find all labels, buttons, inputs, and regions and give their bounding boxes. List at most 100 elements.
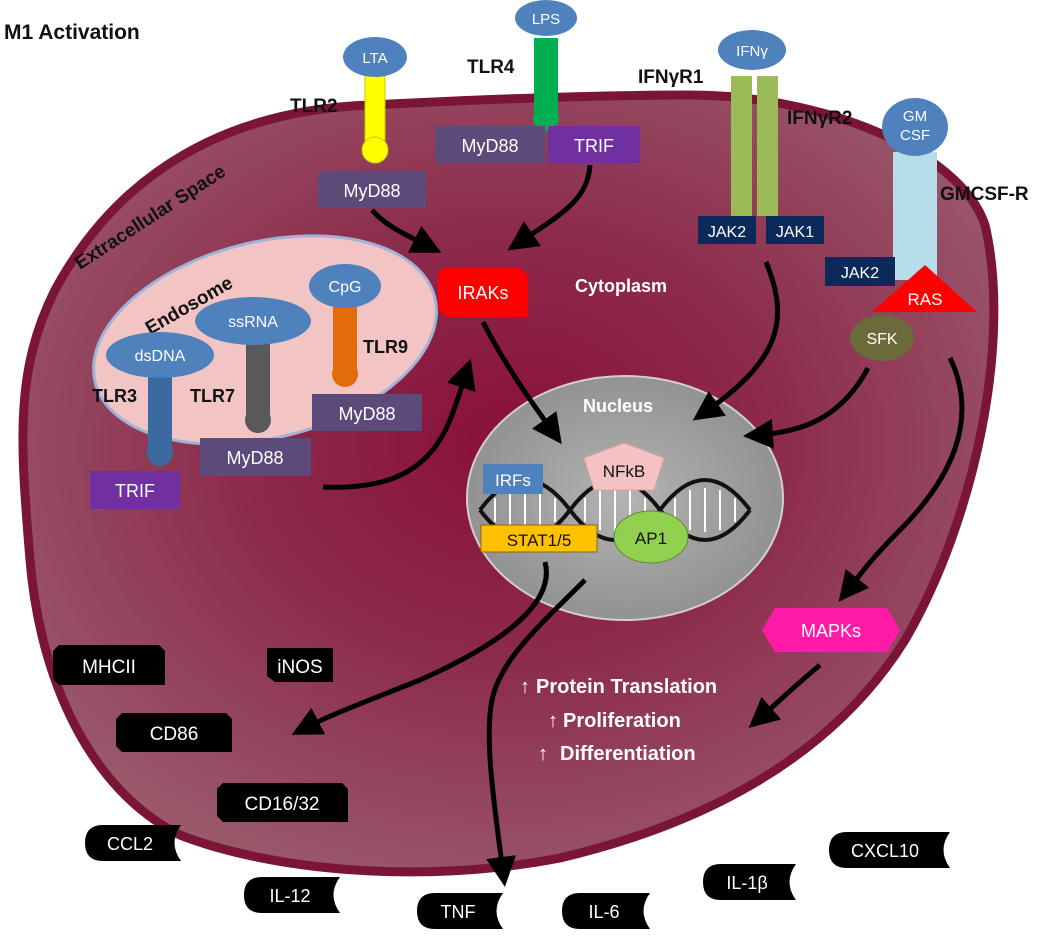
tlr7-receptor [246, 340, 270, 420]
myd88-tlr4-label: MyD88 [461, 136, 518, 156]
diagram-title: M1 Activation [4, 21, 140, 44]
myd88-tlr7-box [200, 438, 311, 476]
tnf-label: TNF [441, 902, 476, 922]
trif-tlr4-box [548, 126, 640, 163]
myd88-tlr2-box [318, 171, 426, 208]
mapks-hexagon [762, 608, 900, 652]
cd1632-marker [217, 783, 348, 822]
ap1-label: AP1 [635, 529, 667, 548]
irfs-label: IRFs [495, 471, 531, 490]
nucleus-label: Nucleus [583, 396, 653, 416]
outcome-list: ↑ Protein Translation ↑ Proliferation ↑ … [520, 676, 717, 765]
stat-box [480, 524, 598, 553]
cd86-marker [116, 713, 232, 752]
arrow-mapks-outcomes [748, 663, 822, 728]
ras-triangle [872, 265, 977, 312]
mhcii-marker [53, 645, 165, 685]
myd88-tlr9-box [312, 394, 422, 431]
tlr9-anchor [332, 361, 358, 387]
tlr7-anchor [245, 407, 271, 433]
arrow-iraks-nucleus [480, 320, 562, 445]
cxcl10-cytokine [829, 832, 950, 868]
cytoplasm-label: Cytoplasm [575, 276, 667, 296]
arrow-tlr2-iraks [370, 208, 442, 253]
sfk-label: SFK [866, 331, 897, 348]
outcome-arrow-2: ↑ [548, 710, 558, 732]
tlr2-label: TLR2 [290, 96, 338, 117]
tlr2-receptor [364, 74, 386, 146]
tlr2-anchor [361, 136, 389, 164]
secreted-cytokines: CCL2 IL-12 TNF IL-6 IL-1β CXCL10 [85, 825, 950, 929]
stat-label: STAT1/5 [507, 531, 572, 550]
il1b-cytokine [703, 864, 796, 900]
iraks-label: IRAKs [457, 283, 508, 303]
lps-ligand [515, 0, 577, 36]
il12-label: IL-12 [269, 886, 310, 906]
dsdna-ligand [106, 332, 214, 378]
ccl2-cytokine [85, 825, 181, 861]
ifng-ligand [718, 30, 786, 70]
cd86-label: CD86 [150, 724, 199, 745]
ssrna-ligand [195, 297, 311, 345]
ccl2-label: CCL2 [107, 834, 153, 854]
myd88-tlr7-label: MyD88 [226, 448, 283, 468]
jak2-gmcsf-box [825, 257, 895, 286]
tlr9-label: TLR9 [363, 337, 408, 357]
tlr9-receptor [333, 304, 357, 372]
jak2-gmcsf-label: JAK2 [841, 265, 879, 282]
surface-markers: MHCII iNOS CD86 CD16/32 [53, 645, 348, 822]
gmcsf-label-1: GM [903, 108, 927, 125]
il12-cytokine [244, 877, 340, 913]
arrow-ap1-tnf [486, 578, 587, 887]
jak2-ifng-box [698, 216, 756, 244]
tlr3-label: TLR3 [92, 386, 137, 406]
iraks-box [438, 268, 528, 317]
cpg-ligand [309, 264, 381, 308]
ifngr2-label: IFNγR2 [787, 108, 852, 129]
jak1-label: JAK1 [776, 224, 814, 241]
trif-tlr3-label: TRIF [115, 481, 155, 501]
outcome-arrow-1: ↑ [520, 676, 530, 698]
sfk-ellipse [850, 315, 914, 361]
irfs-box [483, 464, 543, 494]
arrow-jak-nucleus [692, 261, 781, 421]
cpg-label: CpG [329, 279, 362, 296]
gmcsfr-label: GMCSF-R [940, 184, 1029, 205]
tlr3-receptor [148, 370, 172, 452]
arrow-tlr4-iraks [507, 164, 593, 251]
ifngr1-chain [731, 76, 752, 216]
il6-cytokine [562, 893, 650, 929]
dsdna-label: dsDNA [135, 348, 186, 365]
lps-label: LPS [532, 11, 560, 28]
inos-label: iNOS [277, 657, 322, 678]
jak1-box [766, 216, 824, 244]
ifng-label: IFNγ [736, 43, 768, 60]
outcome-protein-translation: Protein Translation [536, 676, 717, 698]
tlr4-receptor [534, 38, 558, 116]
arrow-stat-markers [291, 561, 549, 735]
cxcl10-label: CXCL10 [851, 841, 919, 861]
outcome-proliferation: Proliferation [563, 710, 681, 732]
lta-label: LTA [362, 50, 387, 67]
gmcsf-label-2: CSF [900, 127, 930, 144]
ras-label: RAS [908, 290, 943, 309]
myd88-tlr9-label: MyD88 [338, 404, 395, 424]
outcome-arrow-3: ↑ [538, 743, 548, 765]
mhcii-label: MHCII [82, 657, 136, 678]
ap1-ellipse [613, 510, 689, 564]
arrow-ras-mapks [838, 356, 965, 602]
tnf-cytokine [417, 893, 503, 929]
trif-tlr3-box [90, 471, 180, 509]
outcome-differentiation: Differentiation [560, 743, 696, 765]
jak2-ifng-label: JAK2 [708, 224, 746, 241]
nfkb-pentagon [583, 442, 665, 491]
lta-ligand [343, 37, 407, 77]
arrow-endosome-iraks [322, 358, 476, 490]
cd1632-label: CD16/32 [245, 794, 320, 815]
arrow-sfk-nucleus [743, 366, 871, 449]
myd88-tlr4-box [435, 126, 545, 163]
ifngr1-label: IFNγR1 [638, 67, 704, 88]
nfkb-label: NFkB [603, 462, 646, 481]
